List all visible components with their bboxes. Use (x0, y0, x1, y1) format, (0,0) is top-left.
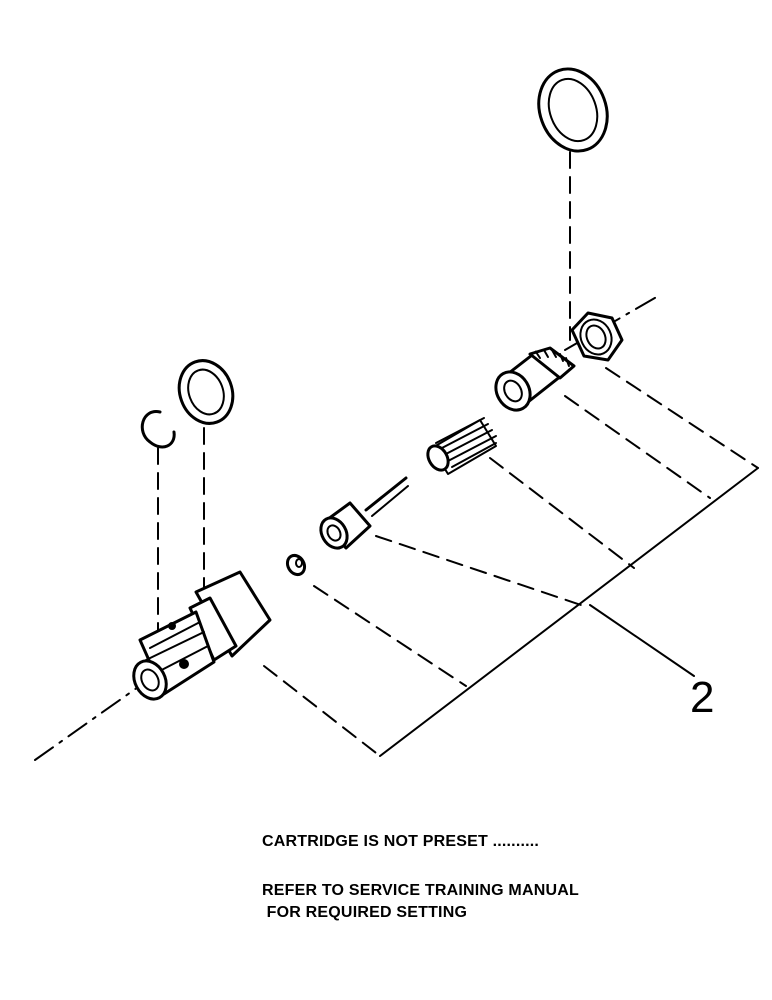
note-preset: CARTRIDGE IS NOT PRESET .......... (262, 833, 540, 850)
upper-seal-ring (537, 67, 609, 341)
adjuster-plug (494, 346, 576, 412)
snap-ring (140, 410, 176, 649)
callout-number: 2 (690, 673, 715, 722)
spring (426, 417, 497, 475)
note-refer: REFER TO SERVICE TRAINING MANUAL (262, 882, 579, 899)
lock-nut (570, 311, 624, 362)
cartridge-body (132, 570, 272, 701)
left-seal-ring (177, 359, 235, 609)
ball-seat (285, 553, 307, 577)
reference-leaders (263, 367, 759, 757)
note-setting: FOR REQUIRED SETTING (262, 904, 468, 921)
poppet-with-stem (319, 476, 409, 550)
callout-leader-line (589, 604, 695, 677)
